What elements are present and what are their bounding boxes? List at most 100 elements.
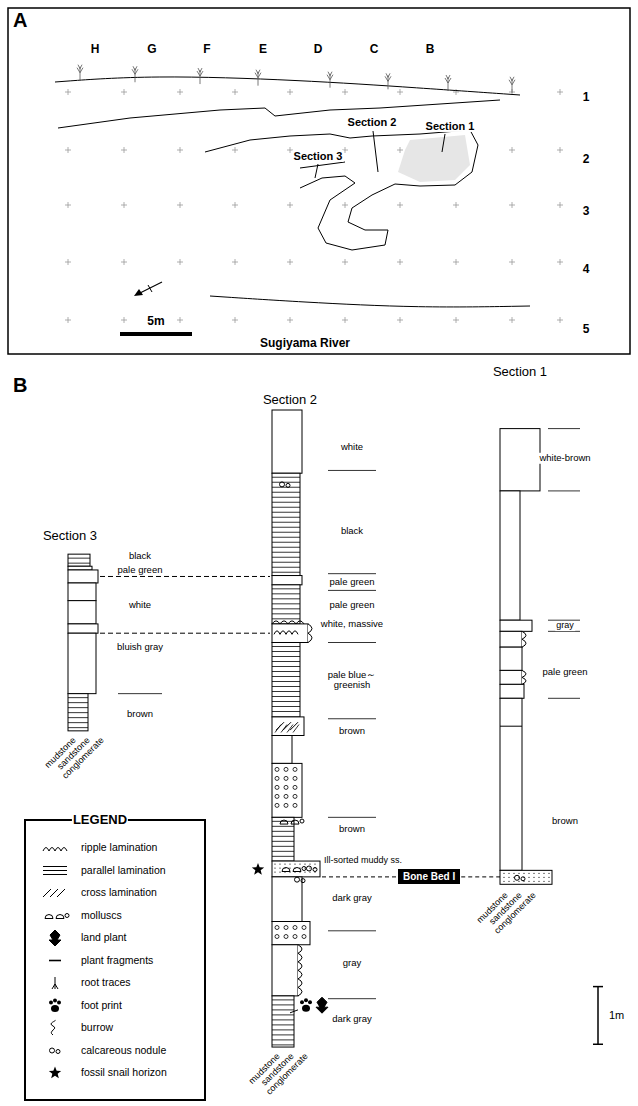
nodule-symbol: [295, 877, 306, 883]
nodule: [284, 926, 288, 930]
sand-dot: [533, 873, 534, 874]
scale-bar: [593, 1044, 603, 1046]
lamination: [272, 826, 294, 827]
mollusc-stroke: [65, 914, 69, 918]
nodule: [275, 794, 279, 798]
wavy-edge: [308, 624, 312, 643]
nodule-stroke: [313, 867, 317, 871]
grid-row: 2: [582, 153, 591, 166]
sand-dot: [304, 871, 305, 872]
grid-cross: [65, 89, 71, 95]
sand-dot: [508, 881, 509, 882]
scale-bar: [597, 987, 599, 1045]
plant-symbol: [49, 930, 61, 946]
legend-text: parallel lamination: [80, 865, 167, 877]
mollusc-symbol: [282, 866, 306, 871]
grid-cross: [397, 89, 403, 95]
nodule-symbol: [307, 866, 318, 872]
grid-cross: [509, 202, 515, 208]
ripple-symbol: [274, 631, 298, 635]
nodule-stroke: [515, 875, 520, 880]
sand-dot: [513, 873, 514, 874]
lamination: [272, 512, 300, 513]
legend-text: foot print: [80, 1000, 123, 1012]
grid-row: 4: [582, 263, 591, 276]
panel-letter: A: [12, 9, 28, 31]
sand-dot: [548, 881, 549, 882]
grid-cross: [177, 202, 183, 208]
grid-cross: [177, 147, 183, 153]
lamination: [272, 656, 300, 657]
grid-row: 3: [582, 205, 591, 218]
bed-marker: [548, 428, 580, 429]
lamination: [272, 542, 300, 543]
bed: [272, 763, 302, 817]
grid-cross: [177, 259, 183, 265]
nodule-symbol: [515, 875, 526, 881]
sand-dot: [508, 877, 509, 878]
grid-cross: [121, 89, 127, 95]
grid-cross: [557, 317, 563, 323]
bed: [68, 554, 90, 566]
mollusc-stroke: [300, 819, 304, 823]
lamination: [272, 671, 300, 672]
lamination: [272, 1024, 294, 1025]
lamination: [272, 1004, 294, 1005]
bed: [272, 585, 300, 624]
nodule: [284, 794, 288, 798]
lamination: [272, 593, 300, 594]
correlation-line: [100, 576, 270, 577]
bed: [500, 684, 524, 698]
nodule: [293, 785, 297, 789]
mollusc-stroke: [280, 820, 288, 824]
root-stroke: [52, 977, 58, 989]
star-shape: [49, 1067, 61, 1079]
bed-marker: [118, 693, 162, 694]
burrow-symbol: [51, 1020, 55, 1035]
lamination: [272, 821, 294, 822]
sand-dot: [503, 877, 504, 878]
legend-text: molluscs: [80, 910, 123, 922]
foot-stroke: [308, 1000, 312, 1004]
lamination: [272, 1039, 294, 1040]
section-label: Section 3: [293, 150, 344, 162]
color-label: dark gray: [331, 893, 373, 903]
nodule: [293, 935, 297, 939]
nodule: [302, 935, 306, 939]
nodule: [284, 785, 288, 789]
cross-symbol: [276, 722, 298, 730]
foot-stroke: [300, 1000, 304, 1004]
grid-cross: [509, 317, 515, 323]
bed: [272, 624, 308, 643]
nodule: [293, 767, 297, 771]
bed: [68, 583, 96, 601]
mollusc-stroke: [56, 915, 64, 919]
lamination: [68, 707, 88, 708]
foot-stroke: [57, 1001, 61, 1005]
lamination: [68, 558, 90, 559]
bed-marker: [328, 470, 376, 471]
grid-column: C: [369, 43, 380, 56]
lamination: [272, 661, 300, 662]
bed: [500, 620, 532, 631]
foot-symbol: [300, 998, 312, 1012]
lamination: [68, 563, 90, 564]
nodule: [284, 776, 288, 780]
nodule: [275, 776, 279, 780]
parallel-stroke: [43, 867, 67, 875]
legend-title: LEGEND: [72, 813, 128, 827]
bed: [500, 631, 522, 647]
grid-cross: [509, 147, 515, 153]
grid-cross: [557, 202, 563, 208]
bed-marker: [548, 698, 580, 699]
sand-dot: [289, 867, 290, 868]
nodule-stroke: [286, 483, 290, 487]
nodule-stroke: [50, 1048, 55, 1053]
sand-dot: [518, 881, 519, 882]
grid-cross: [287, 259, 293, 265]
grid-row: 1: [582, 91, 591, 104]
bed: [68, 566, 92, 570]
sand-dot: [543, 881, 544, 882]
bed: [272, 861, 320, 877]
